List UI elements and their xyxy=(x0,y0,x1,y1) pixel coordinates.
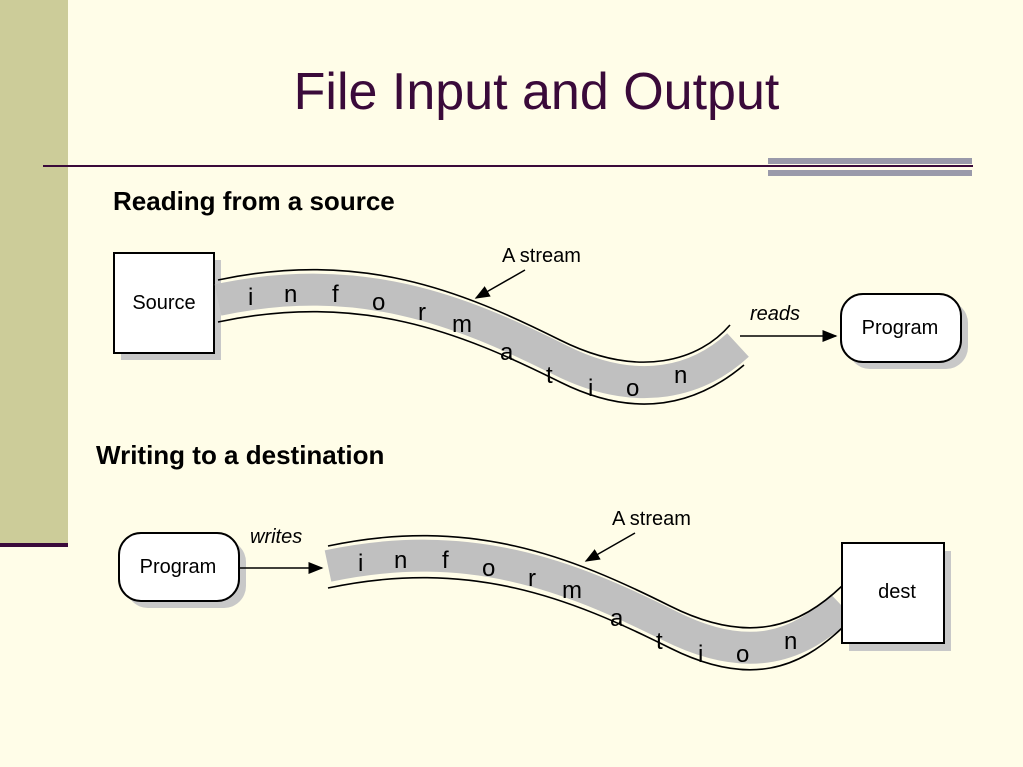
writing-stream-letters: i n f o r m a t i o n xyxy=(358,547,797,668)
writing-letter: m xyxy=(562,577,582,604)
reading-letter: r xyxy=(418,299,426,326)
reading-letter: o xyxy=(626,375,639,402)
writing-letter: n xyxy=(784,628,797,655)
writing-letter: r xyxy=(528,565,536,592)
source-box xyxy=(113,252,215,354)
source-label: Source xyxy=(132,292,195,314)
writing-stream-pointer xyxy=(584,532,636,562)
writing-letter: f xyxy=(442,547,449,574)
writing-stream-edge-top xyxy=(327,534,843,629)
writing-letter: n xyxy=(394,547,407,574)
writing-letter: o xyxy=(736,641,749,668)
title-divider-accent-bottom xyxy=(768,170,972,176)
reading-heading: Reading from a source xyxy=(113,186,395,216)
writing-letter: i xyxy=(358,550,363,577)
left-decorative-band xyxy=(0,0,68,545)
reading-letter: n xyxy=(674,362,687,389)
reading-stream-label: A stream xyxy=(502,245,581,267)
writing-stream-edge-bottom xyxy=(327,576,843,671)
reading-letter: n xyxy=(284,281,297,308)
writing-diagram: Program writes i n f o r m a t i o n A s… xyxy=(118,508,951,671)
writes-label: writes xyxy=(250,526,302,548)
writing-heading: Writing to a destination xyxy=(96,440,385,470)
reading-diagram: Source i n f o r m a t i o n A stream re… xyxy=(113,245,968,405)
reading-letter: f xyxy=(332,281,339,308)
reading-program-label: Program xyxy=(862,317,939,339)
slide-title: File Input and Output xyxy=(293,63,780,121)
writing-letter: a xyxy=(610,605,624,632)
left-band-rule xyxy=(0,543,68,547)
reading-stream-pointer xyxy=(474,269,526,299)
writing-letter: t xyxy=(656,628,663,655)
writing-stream-band xyxy=(324,539,854,664)
title-divider xyxy=(43,165,973,167)
title-divider-accent-top xyxy=(768,158,972,164)
reads-label: reads xyxy=(750,303,800,325)
reading-stream-edge-top xyxy=(217,268,731,363)
reading-stream-letters: i n f o r m a t i o n xyxy=(248,281,687,402)
reading-letter: i xyxy=(248,284,253,311)
writing-letter: i xyxy=(698,641,703,668)
reading-program-box xyxy=(840,293,962,363)
reading-stream-edge-bottom xyxy=(217,310,745,405)
writing-program-box xyxy=(118,532,240,602)
writing-program-label: Program xyxy=(140,556,217,578)
dest-box xyxy=(841,542,945,644)
reading-stream-band xyxy=(214,273,749,399)
writing-stream-label: A stream xyxy=(612,508,691,530)
reading-letter: a xyxy=(500,339,514,366)
reading-letter: o xyxy=(372,289,385,316)
writing-letter: o xyxy=(482,555,495,582)
dest-label: dest xyxy=(878,581,916,603)
reading-letter: t xyxy=(546,362,553,389)
reading-letter: m xyxy=(452,311,472,338)
reading-letter: i xyxy=(588,375,593,402)
